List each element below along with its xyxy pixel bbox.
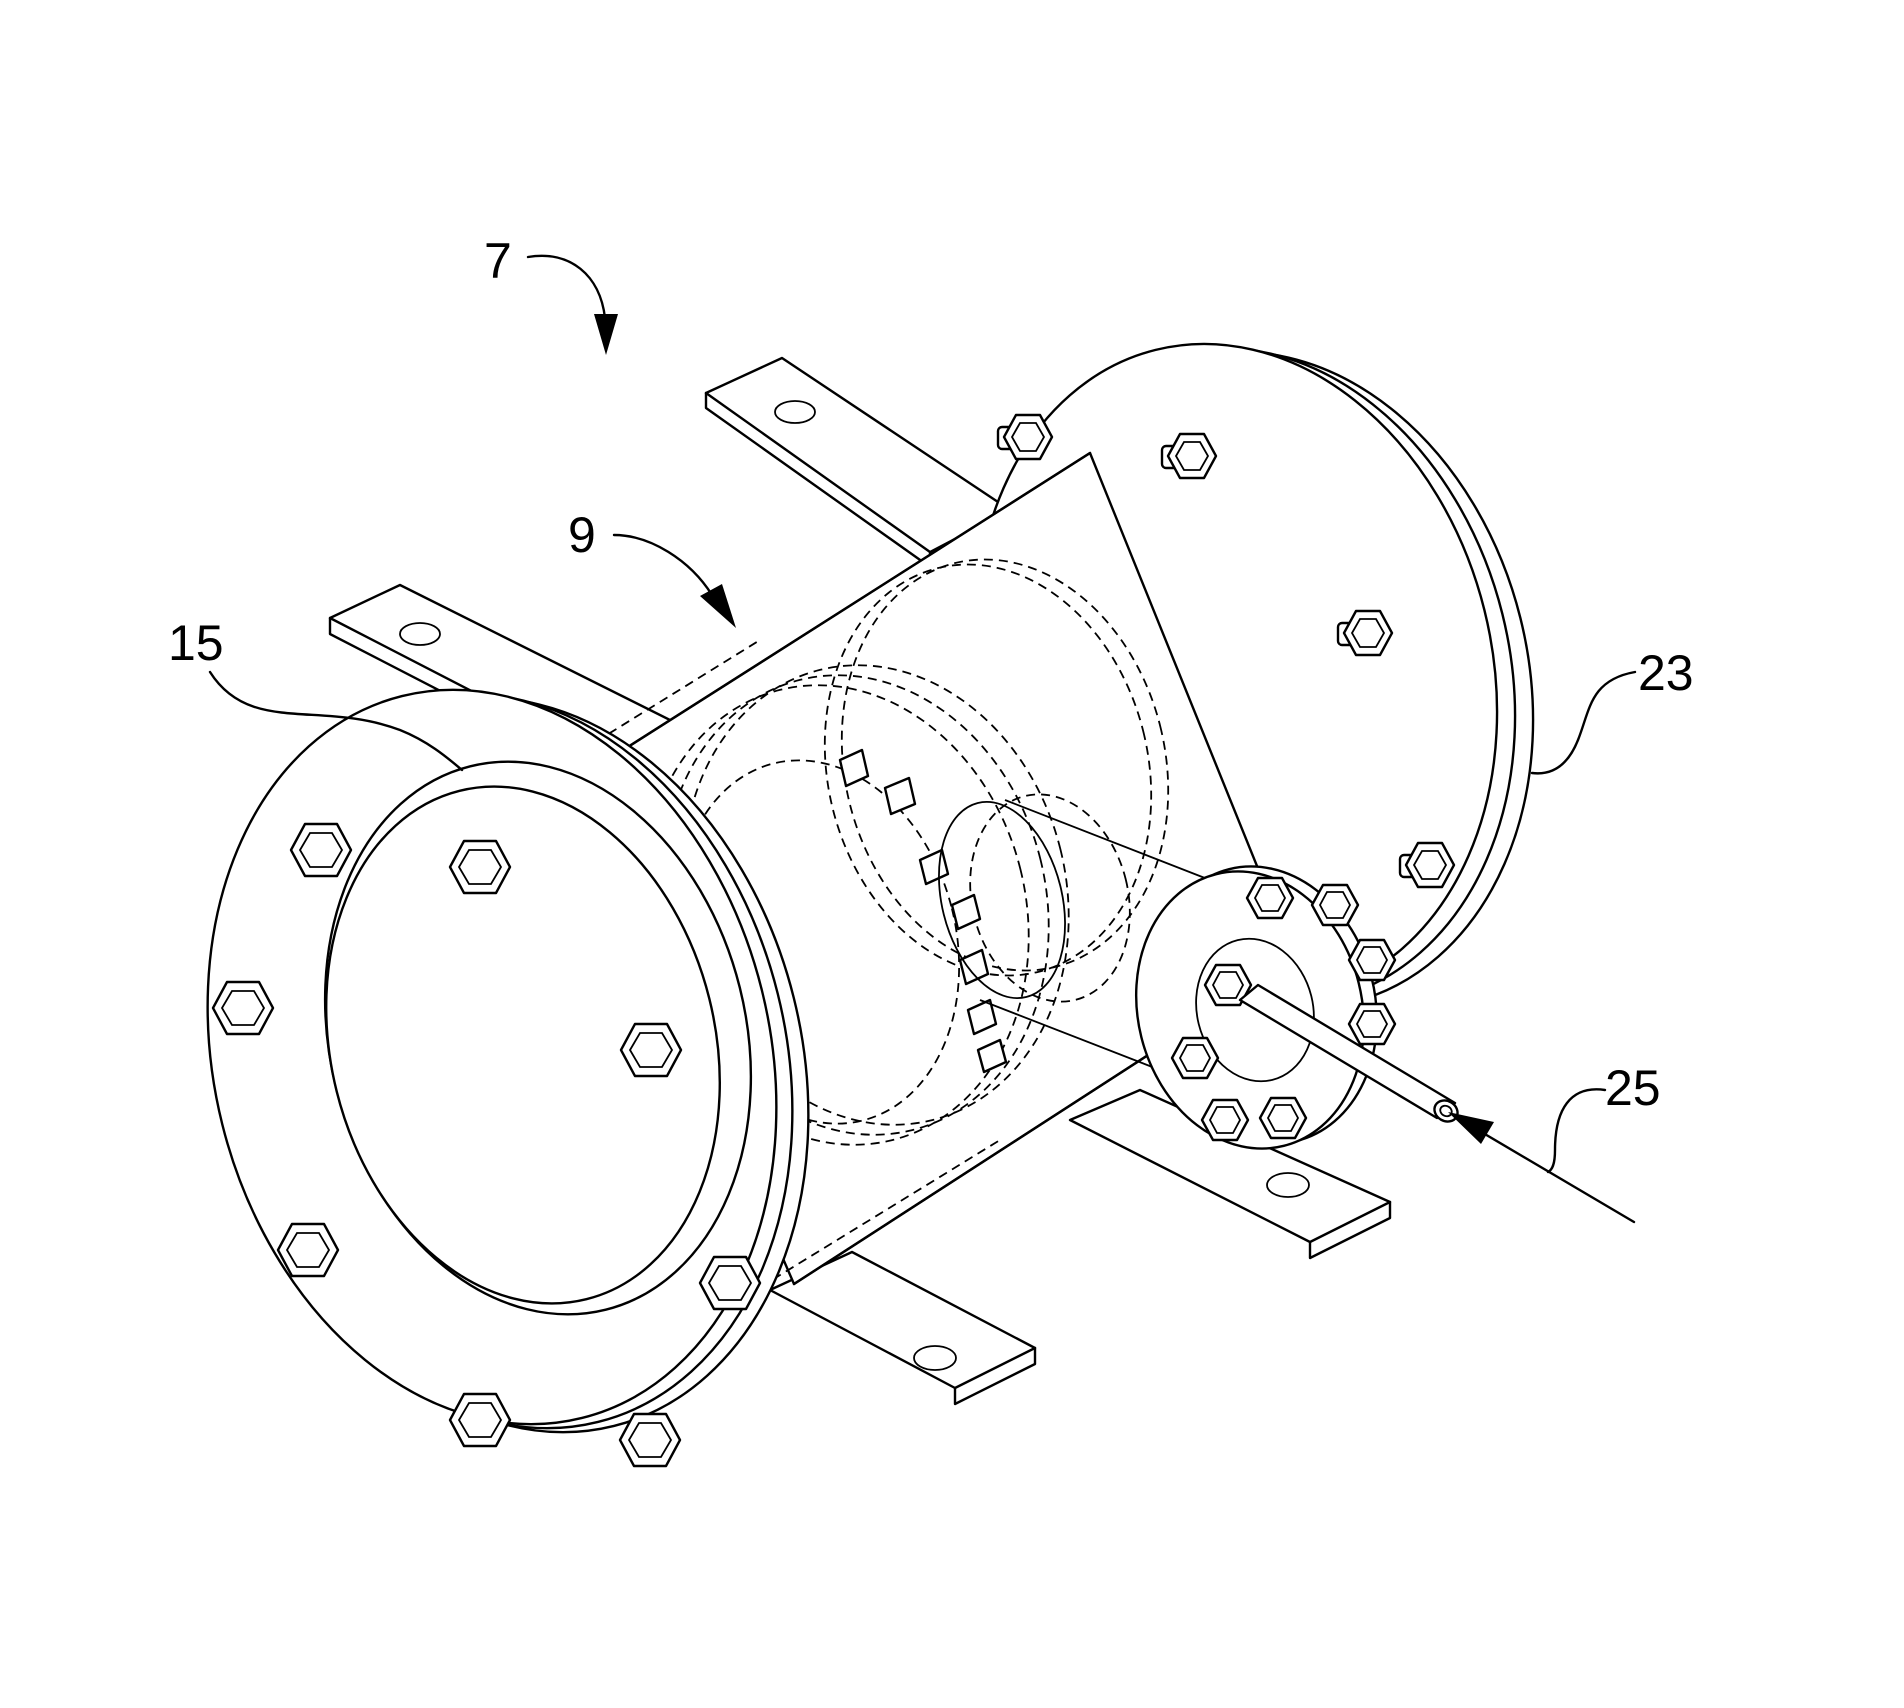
plate-bolt [1349,1004,1395,1044]
plate-bolt [1202,1100,1248,1140]
plate-bolt [1349,940,1395,980]
reference-label-15: 15 [168,615,224,671]
stud-bolt [998,415,1052,459]
hex-bolt [291,824,351,876]
arrowhead-icon [1448,1112,1494,1144]
reference-label-23: 23 [1638,645,1694,701]
hex-bolt [620,1414,680,1466]
plate-bolt [1172,1038,1218,1078]
reference-label-9: 9 [568,507,596,563]
hex-bolt [278,1224,338,1276]
label-group-23: 23 [1532,645,1694,773]
hex-bolt [621,1024,681,1076]
hex-bolt [700,1257,760,1309]
plate-bolt [1260,1098,1306,1138]
label-group-9: 9 [568,507,736,628]
plate-bolt [1247,878,1293,918]
reference-label-7: 7 [484,233,512,289]
hex-bolt [450,841,510,893]
plate-bolt [1312,885,1358,925]
hex-bolt [213,982,273,1034]
label-group-7: 7 [484,233,618,355]
label-group-25: 25 [1448,1060,1661,1222]
hex-bolt [450,1394,510,1446]
reference-label-25: 25 [1605,1060,1661,1116]
arrowhead-icon [594,314,618,355]
arrowhead-icon [700,584,736,628]
